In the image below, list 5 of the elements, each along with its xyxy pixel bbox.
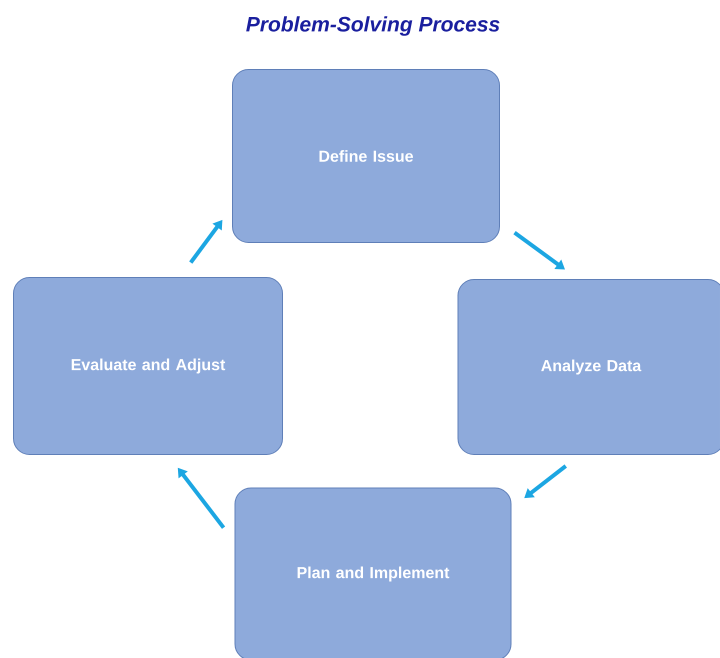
process-box: Analyze Data (458, 279, 720, 455)
process-box: Plan and Implement (234, 488, 512, 658)
process-box: Define Issue (232, 69, 500, 243)
title: Problem-Solving Process (246, 16, 500, 36)
process-box: Evaluate and Adjust (13, 277, 283, 455)
